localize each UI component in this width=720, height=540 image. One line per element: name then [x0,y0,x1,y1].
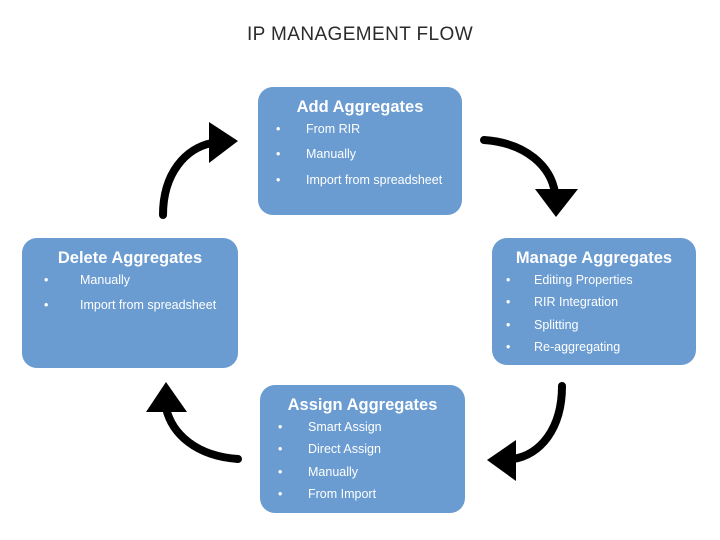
node-add-title: Add Aggregates [296,98,424,116]
list-item: • Splitting [492,317,696,332]
bullet-icon: • [278,419,283,434]
node-assign-aggregates[interactable]: Assign Aggregates • Smart Assign • Direct … [260,385,465,513]
list-item-label: Manually [80,272,131,287]
list-item: • RIR Integration [492,296,696,309]
node-assign-items: • Smart Assign • Direct Assign • Manually •… [260,419,465,501]
node-manage-items: • Editing Properties • RIR Integration • Sp… [492,272,696,354]
arrow-assign-to-delete [146,382,242,463]
list-item-label: RIR Integration [534,295,619,310]
bullet-icon: • [44,298,49,313]
bullet-icon: • [506,340,511,355]
node-delete-title: Delete Aggregates [57,249,203,267]
bullet-icon: • [276,121,281,136]
list-item: • From Import [260,488,465,501]
list-item: • Import from spreadsheet [258,172,462,187]
list-item: • Smart Assign [260,419,465,434]
node-delete-aggregates[interactable]: Delete Aggregates • Manually • Import from… [22,238,238,368]
arrow-manage-to-assign [487,382,566,481]
arrow-delete-to-add [159,122,238,219]
list-item-label: Manually [306,147,357,162]
list-item: • Editing Properties [492,272,696,287]
list-item-label: Direct Assign [308,442,381,457]
arrow-add-to-manage [480,136,578,217]
bullet-icon: • [278,442,283,457]
list-item-label: Manually [308,464,359,479]
list-item-label: Import from spreadsheet [80,298,217,313]
list-item-label: Re-aggregating [534,340,621,355]
node-delete-items: • Manually • Import from spreadsheet [22,272,238,312]
list-item: • Re-aggregating [492,341,696,354]
list-item: • Manually [260,464,465,479]
list-item: • From RIR [258,121,462,136]
list-item: • Manually [258,148,462,161]
node-manage-aggregates[interactable]: Manage Aggregates • Editing Properties • R… [492,238,696,365]
list-item: • Import from spreadsheet [22,299,238,312]
list-item-label: Import from spreadsheet [306,172,443,187]
node-add-items: • From RIR • Manually • Import from spreads… [258,121,462,187]
list-item-label: From RIR [306,121,361,136]
list-item-label: Editing Properties [534,272,633,287]
bullet-icon: • [506,295,511,310]
page-title: IP MANAGEMENT FLOW [246,24,474,45]
list-item: • Manually [22,272,238,287]
bullet-icon: • [276,147,281,162]
node-add-aggregates[interactable]: Add Aggregates • From RIR • Manually • Impo… [258,87,462,215]
bullet-icon: • [278,487,283,502]
node-manage-title: Manage Aggregates [515,249,673,267]
list-item-label: Splitting [534,317,579,332]
bullet-icon: • [276,172,281,187]
list-item-label: From Import [308,487,377,502]
list-item: • Direct Assign [260,443,465,456]
bullet-icon: • [278,464,283,479]
bullet-icon: • [44,272,49,287]
node-assign-title: Assign Aggregates [287,396,438,414]
bullet-icon: • [506,272,511,287]
list-item-label: Smart Assign [308,419,382,434]
bullet-icon: • [506,317,511,332]
